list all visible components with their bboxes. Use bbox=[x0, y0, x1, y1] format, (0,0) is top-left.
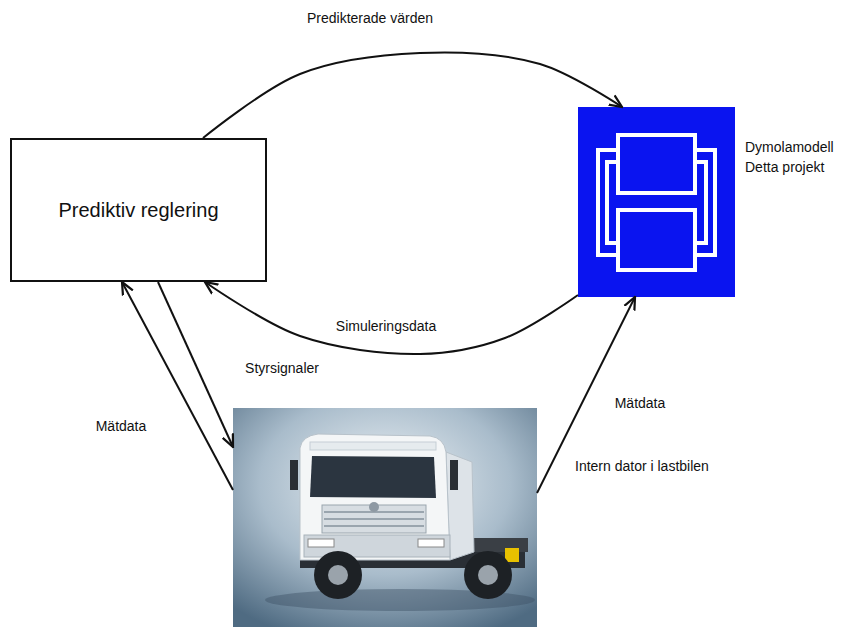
flow-arrow bbox=[205, 282, 578, 354]
edge-label: Mätdata bbox=[612, 394, 669, 413]
process-box: Prediktiv reglering bbox=[10, 138, 267, 282]
edge-label: Simuleringsdata bbox=[333, 317, 439, 336]
edge-label: Styrsignaler bbox=[242, 359, 322, 378]
flow-arrow bbox=[158, 282, 233, 447]
truck-illustration bbox=[233, 408, 537, 627]
flow-arrow bbox=[122, 282, 233, 490]
flow-arrow bbox=[203, 53, 622, 138]
box-label: Prediktiv reglering bbox=[58, 198, 218, 222]
edge-label: Predikterade värden bbox=[304, 9, 436, 28]
truck-node: Intern dator i lastbilen bbox=[233, 408, 537, 627]
edge-label: Mätdata bbox=[93, 417, 150, 436]
node-caption: Intern dator i lastbilen bbox=[575, 456, 745, 476]
model-block: Dymolamodell Detta projekt bbox=[578, 107, 735, 297]
model-icon bbox=[578, 107, 735, 297]
node-caption: Dymolamodell Detta projekt bbox=[745, 137, 855, 178]
